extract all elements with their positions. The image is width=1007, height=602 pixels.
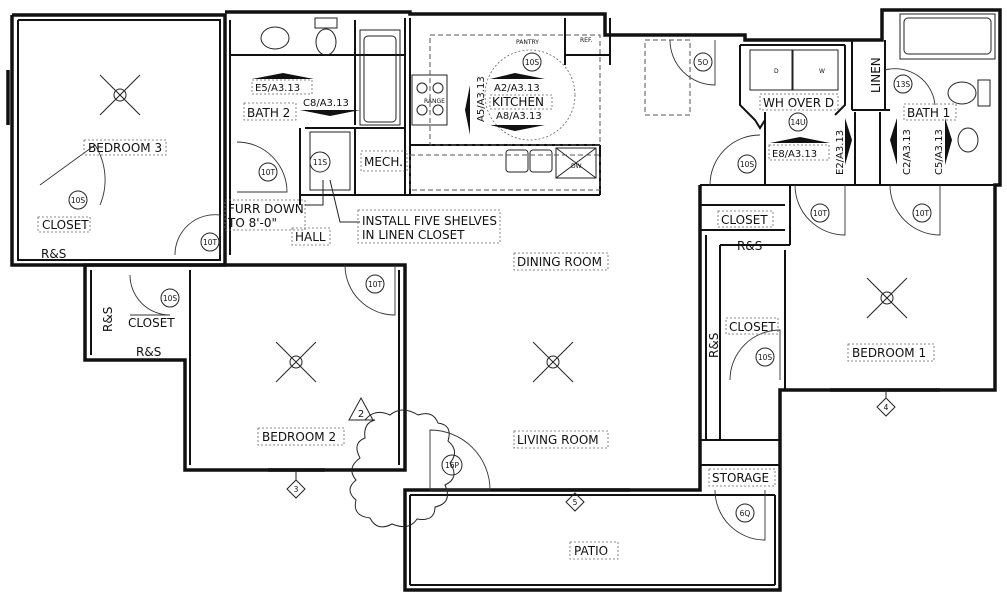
elevation-tag: C5/A3.13	[934, 129, 945, 175]
room-label-rs: R&S	[41, 247, 66, 261]
door-tag: 10T	[915, 209, 930, 218]
window-marker: 5	[565, 492, 585, 512]
elevation-tag: C2/A3.13	[902, 129, 913, 175]
room-label-bath-2: BATH 2	[247, 106, 290, 120]
room-label-patio: PATIO	[574, 544, 608, 558]
window-marker: 4	[876, 390, 896, 417]
note-furr-down-height: TO 8'-0"	[227, 216, 277, 230]
svg-text:3: 3	[294, 485, 299, 494]
room-label-linen: LINEN	[869, 57, 883, 93]
elevation-tag: C8/A3.13	[303, 98, 349, 109]
room-label-bedroom-3: BEDROOM 3	[88, 141, 162, 155]
door-tag: 10S	[758, 353, 773, 362]
door-tag: 10T	[368, 280, 383, 289]
room-label-closet: CLOSET	[42, 218, 89, 232]
label-dryer: D	[774, 68, 779, 75]
note-install-shelves: INSTALL FIVE SHELVES	[362, 214, 497, 228]
door-tag: 6Q	[740, 509, 751, 518]
walls	[6, 8, 1002, 592]
elevation-arrow-icons	[252, 73, 952, 165]
label-wh-over-d: WH OVER D	[763, 96, 834, 110]
ceiling-fan-icon	[866, 277, 908, 319]
door-tag: 10S	[740, 160, 755, 169]
ceiling-fan-icon	[275, 341, 317, 383]
elevation-tag: A2/A3.13	[494, 83, 540, 94]
door-tag: 10T	[203, 238, 218, 247]
note-furr-down: FURR DOWN	[228, 202, 304, 216]
elevation-tag: A8/A3.13	[496, 111, 542, 122]
room-label-bedroom-1: BEDROOM 1	[852, 346, 926, 360]
room-label-mech: MECH.	[364, 155, 403, 169]
label-ref: REF.	[580, 37, 592, 44]
elevation-tag: E5/A3.13	[255, 83, 300, 94]
elevation-tag: E2/A3.13	[835, 130, 846, 175]
ceiling-fan-icon	[532, 341, 574, 383]
door-tag: 16P	[445, 461, 460, 470]
window-marker: 3	[286, 470, 306, 499]
revision-marker: 2	[348, 396, 374, 421]
door-swings	[39, 39, 941, 541]
room-label-rs: R&S	[136, 345, 161, 359]
svg-text:4: 4	[884, 403, 889, 412]
room-label-rs: R&S	[737, 239, 762, 253]
ceiling-fan-icon	[99, 74, 141, 116]
room-label-dining-room: DINING ROOM	[517, 255, 602, 269]
door-tag: 11S	[313, 158, 328, 167]
room-label-hall: HALL	[295, 230, 326, 244]
door-tag: 5O	[698, 58, 709, 67]
label-range: RANGE	[424, 98, 445, 105]
door-tags: 10S 10T 10T 11S 10S 10T 10S 5O 14U 10S 1…	[68, 52, 932, 523]
ceiling-fan-icons	[99, 74, 908, 383]
door-tag: 10S	[71, 196, 86, 205]
elevation-tag: A5/A3.13	[476, 76, 487, 122]
room-label-closet: CLOSET	[729, 320, 776, 334]
room-label-storage: STORAGE	[712, 471, 769, 485]
room-label-bedroom-2: BEDROOM 2	[262, 430, 336, 444]
door-tag: 10S	[525, 58, 540, 67]
label-dw: DW	[571, 163, 582, 170]
room-label-rs: R&S	[101, 307, 115, 332]
room-label-kitchen: KITCHEN	[492, 95, 544, 109]
svg-text:2: 2	[358, 409, 364, 420]
svg-text:5: 5	[573, 498, 578, 507]
room-label-closet: CLOSET	[128, 316, 175, 330]
label-pantry: PANTRY	[516, 39, 539, 46]
room-label-living-room: LIVING ROOM	[517, 433, 599, 447]
note-linen-closet: IN LINEN CLOSET	[362, 228, 465, 242]
door-tag: 10T	[813, 209, 828, 218]
room-label-closet: CLOSET	[721, 213, 768, 227]
label-washer: W	[819, 68, 825, 75]
door-tag: 13S	[896, 80, 911, 89]
room-label-rs: R&S	[707, 333, 721, 358]
room-label-bath-1: BATH 1	[907, 106, 950, 120]
door-tag: 10S	[163, 294, 178, 303]
door-tag: 10T	[261, 168, 276, 177]
elevation-tag: E8/A3.13	[772, 149, 817, 160]
door-tag: 14U	[790, 118, 805, 127]
